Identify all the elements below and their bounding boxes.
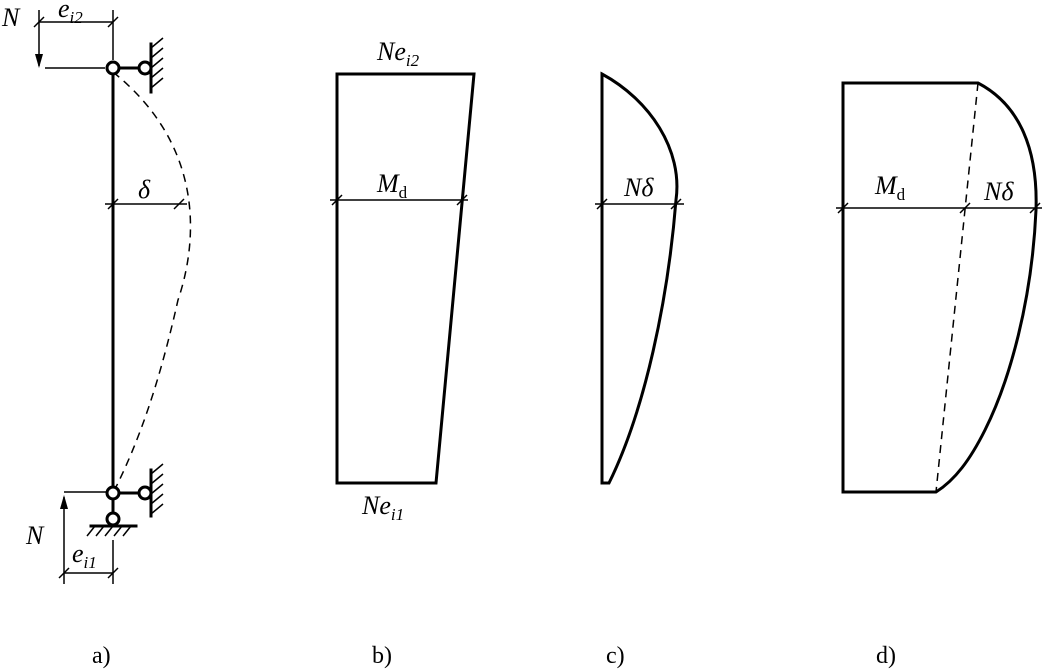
panel-c-second-order-moment: Nδ c)	[595, 71, 684, 669]
deflected-shape-curve	[112, 71, 192, 494]
first-order-boundary-dashed	[935, 82, 979, 493]
deflection-tick-left	[107, 198, 119, 210]
top-support-hinge-icon	[137, 60, 153, 76]
bottom-load-arrowhead-icon	[60, 495, 68, 509]
deflection-label: δ	[138, 175, 151, 204]
md-tick-right	[456, 194, 468, 206]
panel-b-caption: b)	[372, 643, 392, 669]
panel-a-column: N ei2 δ N ei1 a)	[1, 0, 192, 669]
total-md-label: Md	[874, 171, 906, 204]
top-ecc-tick-right	[107, 16, 119, 28]
panel-a-caption: a)	[92, 643, 111, 669]
bottom-ecc-label: ei1	[72, 539, 97, 572]
ndelta-label: Nδ	[623, 173, 654, 202]
top-load-arrowhead-icon	[35, 54, 43, 68]
panel-d-caption: d)	[876, 643, 896, 669]
bottom-ecc-tick-left	[58, 567, 70, 579]
panel-d-total-moment: Md Nδ d)	[836, 81, 1042, 669]
panel-b-first-order-moment: Nei2 Md Nei1 b)	[330, 37, 476, 669]
bottom-moment-label: Nei1	[361, 491, 404, 524]
bottom-hinge-icon	[105, 485, 121, 501]
top-moment-label: Nei2	[376, 37, 420, 70]
first-order-moment-trapezoid	[335, 72, 476, 485]
total-tick-mid	[959, 202, 971, 214]
total-moment-shape	[841, 81, 1038, 494]
base-ground-hatching	[86, 525, 132, 537]
ndelta-tick-left	[596, 198, 608, 210]
bottom-side-hatching	[150, 463, 164, 515]
md-label: Md	[376, 169, 408, 202]
second-order-moment-shape	[600, 71, 679, 485]
bottom-ecc-tick-right	[107, 567, 119, 579]
md-tick-left	[331, 194, 343, 206]
top-hinge-icon	[105, 60, 121, 76]
total-tick-left	[837, 202, 849, 214]
bottom-load-label: N	[25, 521, 45, 550]
total-ndelta-label: Nδ	[983, 177, 1014, 206]
top-ecc-tick-left	[33, 16, 45, 28]
total-tick-right	[1029, 202, 1041, 214]
ndelta-tick-right	[670, 198, 682, 210]
top-support-hatching	[150, 37, 164, 89]
bottom-side-hinge-icon	[137, 485, 153, 501]
top-load-label: N	[1, 3, 21, 32]
bottom-base-hinge-icon	[105, 511, 121, 527]
panel-c-caption: c)	[606, 643, 625, 669]
top-ecc-label: ei2	[58, 0, 83, 27]
deflection-tick-right	[173, 198, 185, 210]
